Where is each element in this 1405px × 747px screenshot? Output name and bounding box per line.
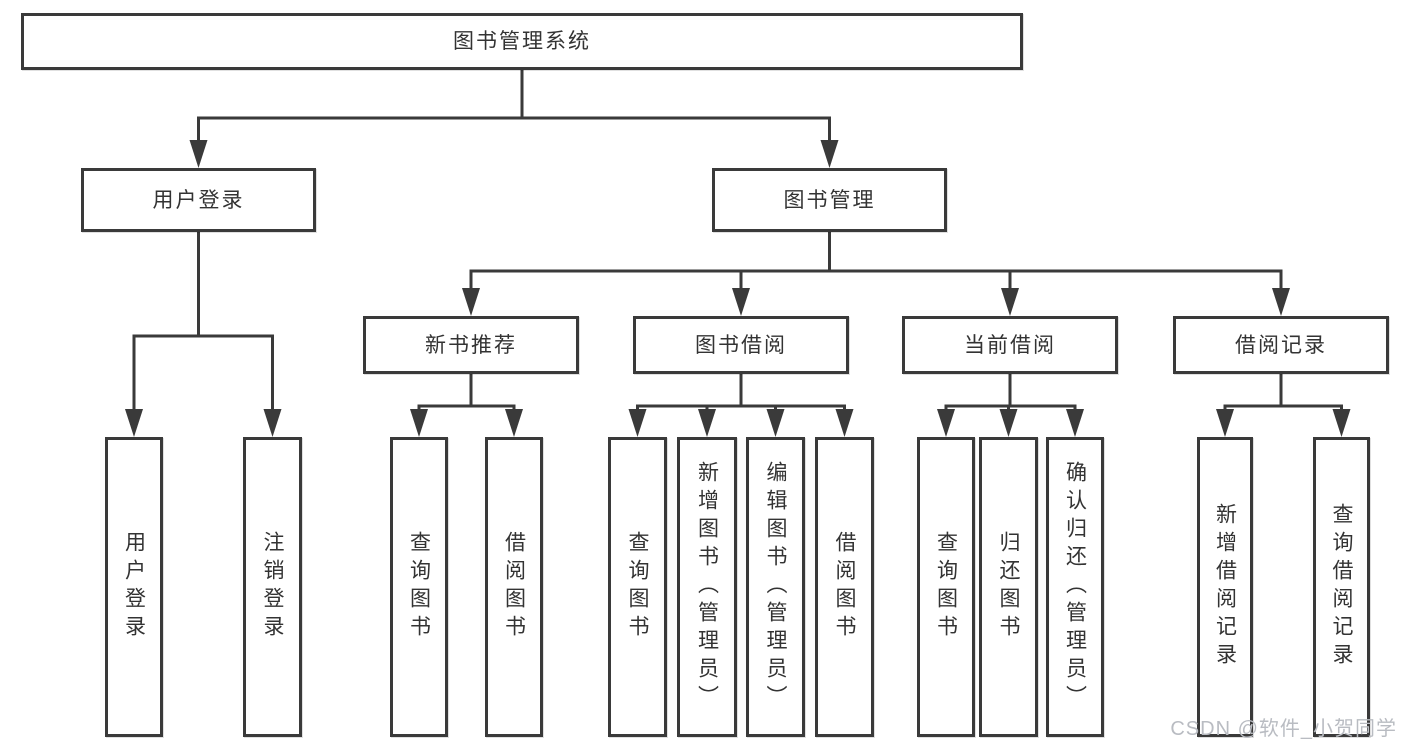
box-label: 新书推荐 (425, 333, 517, 357)
box-label: 用户登录 (122, 531, 146, 643)
box-label: 借阅图书 (833, 531, 856, 643)
box-label: 图书借阅 (695, 333, 787, 357)
box-label: 注销登录 (261, 531, 284, 643)
box-add-books-admin: 新增图书（管理员） (677, 437, 737, 737)
box-current-borrow: 当前借阅 (902, 316, 1118, 374)
box-label: 查询图书 (626, 531, 649, 643)
box-label: 查询图书 (407, 531, 431, 643)
box-label: 借阅图书 (502, 531, 526, 643)
box-label: 用户登录 (152, 188, 245, 212)
box-label: 新增借阅记录 (1213, 503, 1237, 671)
box-add-borrow-record: 新增借阅记录 (1197, 437, 1253, 737)
box-user-login: 用户登录 (81, 168, 316, 232)
box-label: 图书管理系统 (453, 30, 591, 53)
box-label: 新增图书（管理员） (695, 461, 719, 713)
box-root: 图书管理系统 (21, 13, 1023, 70)
box-logout-op: 注销登录 (243, 437, 302, 737)
box-borrow-records: 借阅记录 (1173, 316, 1389, 374)
box-label: 确认归还（管理员） (1063, 461, 1087, 713)
box-book-borrow: 图书借阅 (633, 316, 849, 374)
box-new-book-rec: 新书推荐 (363, 316, 579, 374)
box-label: 查询借阅记录 (1330, 503, 1353, 671)
box-confirm-return-admin: 确认归还（管理员） (1046, 437, 1104, 737)
box-label: 归还图书 (997, 531, 1020, 643)
box-label: 编辑图书（管理员） (764, 461, 787, 713)
box-edit-books-admin: 编辑图书（管理员） (746, 437, 805, 737)
box-query-books-borrow: 查询图书 (608, 437, 667, 737)
box-book-mgmt: 图书管理 (712, 168, 947, 232)
box-label: 图书管理 (783, 188, 876, 212)
watermark: CSDN @软件_小贺同学 (1170, 718, 1397, 740)
box-label: 借阅记录 (1235, 333, 1327, 357)
box-borrow-books-rec: 借阅图书 (485, 437, 543, 737)
box-label: 当前借阅 (964, 333, 1056, 357)
box-return-books: 归还图书 (979, 437, 1038, 737)
box-borrow-books-borrow: 借阅图书 (815, 437, 874, 737)
box-query-books-rec: 查询图书 (390, 437, 448, 737)
box-label: 查询图书 (934, 531, 958, 643)
box-user-login-op: 用户登录 (105, 437, 163, 737)
box-query-books-current: 查询图书 (917, 437, 975, 737)
box-query-borrow-record: 查询借阅记录 (1313, 437, 1370, 737)
